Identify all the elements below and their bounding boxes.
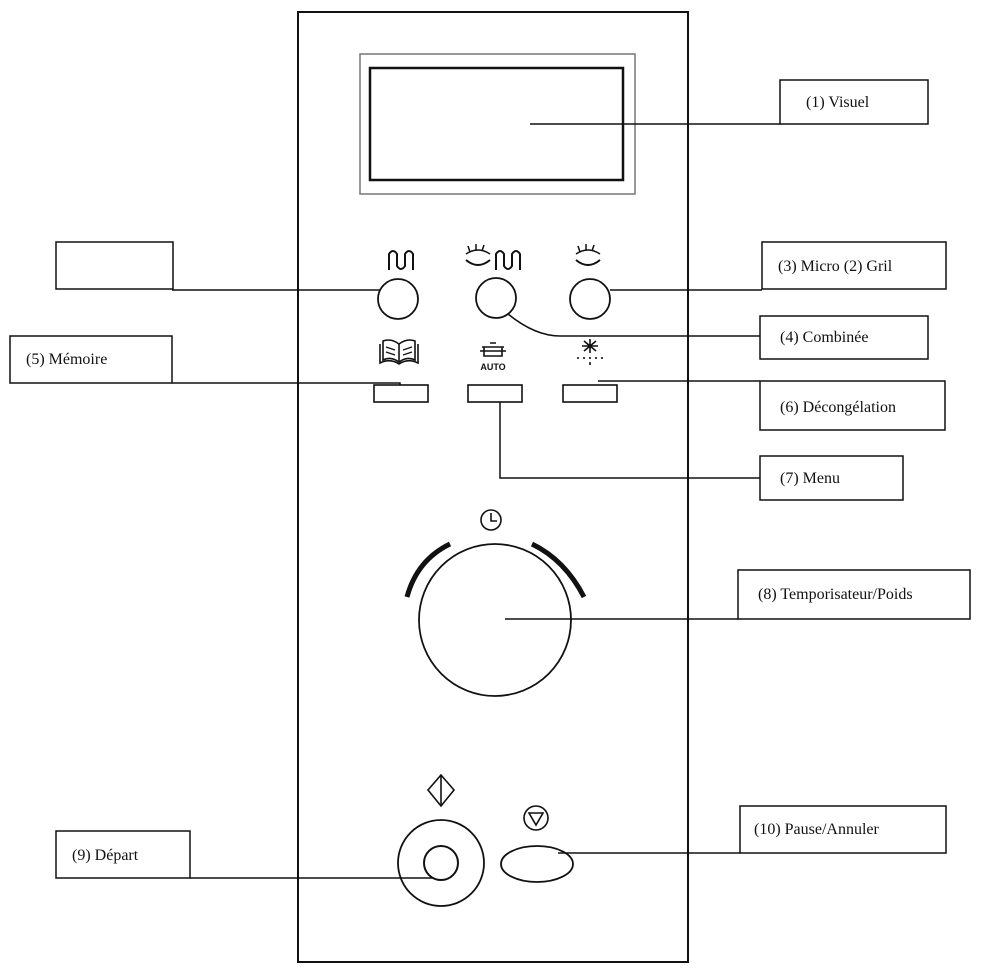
micro-grill-icon [465,244,521,270]
start-icon [426,773,456,808]
memory-button[interactable] [373,384,429,403]
defrost-icon [577,339,603,365]
callout-blank [55,241,174,290]
callout-combinee: (4) Combinée [759,315,929,360]
start-button[interactable] [423,845,459,881]
callout-decongelation: (6) Décongélation [759,380,946,431]
callout-micro-gril-label: (3) Micro (2) Gril [778,258,893,275]
callout-micro-gril: (3) Micro (2) Gril [761,241,947,290]
dial-arc [404,541,452,598]
auto-menu-button[interactable] [467,384,523,403]
grill-button[interactable] [377,278,419,320]
timer-weight-dial[interactable] [418,543,572,697]
callout-pause-label: (10) Pause/Annuler [754,821,880,838]
book-icon [379,339,419,365]
callout-depart: (9) Départ [55,830,191,879]
microwave-icon [575,244,601,266]
auto-label: AUTO [480,362,505,372]
callout-visuel: (1) Visuel [779,79,929,125]
callout-depart-label: (9) Départ [72,847,139,864]
callout-pause: (10) Pause/Annuler [739,805,947,854]
grill-icon [388,250,414,270]
callout-temporisateur: (8) Temporisateur/Poids [737,569,971,620]
defrost-button[interactable] [562,384,618,403]
leader-lines [172,123,780,879]
callout-decongelation-label: (6) Décongélation [780,399,896,416]
stop-icon [523,805,549,831]
callout-menu-label: (7) Menu [780,470,840,487]
callout-combinee-label: (4) Combinée [780,329,868,346]
callout-memoire-label: (5) Mémoire [26,351,107,368]
clock-icon [480,509,502,531]
callout-menu: (7) Menu [759,455,904,501]
auto-pot-icon: AUTO [480,342,506,372]
callout-temporisateur-label: (8) Temporisateur/Poids [758,586,913,603]
callout-visuel-label: (1) Visuel [806,94,870,111]
callout-memoire: (5) Mémoire [9,335,173,384]
pause-cancel-button[interactable] [500,845,574,883]
control-panel [297,11,689,963]
dial-arc-right [530,541,587,599]
combination-button[interactable] [475,277,517,319]
microwave-button[interactable] [569,278,611,320]
